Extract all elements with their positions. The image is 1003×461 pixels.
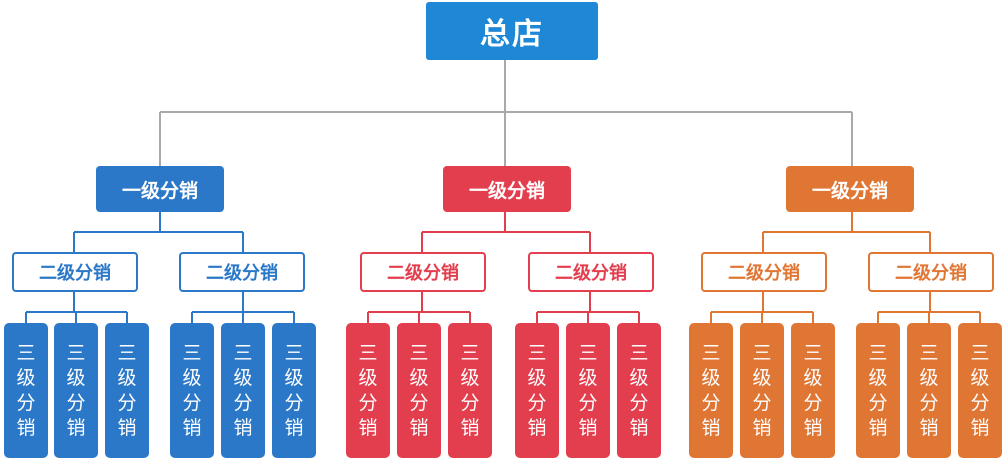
level3-node-red-2-2: 三级分销 [566, 323, 610, 458]
level2-node-blue-1: 二级分销 [12, 252, 138, 292]
connector-orange-l2b-l3 [877, 292, 981, 323]
level1-node-orange: 一级分销 [786, 166, 914, 212]
level3-node-orange-1-2: 三级分销 [740, 323, 784, 458]
level3-node-red-1-1: 三级分销 [346, 323, 390, 458]
connector-red-l1-l2 [421, 212, 591, 252]
level3-node-orange-1-1: 三级分销 [689, 323, 733, 458]
level2-node-orange-1: 二级分销 [701, 252, 827, 292]
level3-node-orange-2-2: 三级分销 [907, 323, 951, 458]
level2-node-red-2: 二级分销 [528, 252, 654, 292]
root-node: 总店 [426, 2, 598, 60]
level3-node-blue-1-3: 三级分销 [105, 323, 149, 458]
level3-node-red-1-3: 三级分销 [448, 323, 492, 458]
connector-red-l2a-l3 [367, 292, 471, 323]
level2-node-blue-2: 二级分销 [179, 252, 305, 292]
level3-node-red-2-1: 三级分销 [515, 323, 559, 458]
level3-node-blue-2-2: 三级分销 [221, 323, 265, 458]
level3-node-blue-2-1: 三级分销 [170, 323, 214, 458]
connector-blue-l2b-l3 [191, 292, 295, 323]
level3-node-blue-1-2: 三级分销 [54, 323, 98, 458]
connector-blue-l2a-l3 [25, 292, 128, 323]
level3-node-red-1-2: 三级分销 [397, 323, 441, 458]
connector-red-l2b-l3 [536, 292, 640, 323]
connector-orange-l1-l2 [762, 212, 931, 252]
level2-node-red-1: 二级分销 [360, 252, 486, 292]
level3-node-orange-2-3: 三级分销 [958, 323, 1002, 458]
level1-node-red: 一级分销 [443, 166, 571, 212]
connector-orange-l2a-l3 [710, 292, 814, 323]
level3-node-orange-2-1: 三级分销 [856, 323, 900, 458]
level3-node-blue-2-3: 三级分销 [272, 323, 316, 458]
level1-node-blue: 一级分销 [96, 166, 224, 212]
level3-node-orange-1-3: 三级分销 [791, 323, 835, 458]
level3-node-red-2-3: 三级分销 [617, 323, 661, 458]
level3-node-blue-1-1: 三级分销 [4, 323, 48, 458]
connector-blue-l1-l2 [73, 212, 244, 252]
level2-node-orange-2: 二级分销 [868, 252, 994, 292]
